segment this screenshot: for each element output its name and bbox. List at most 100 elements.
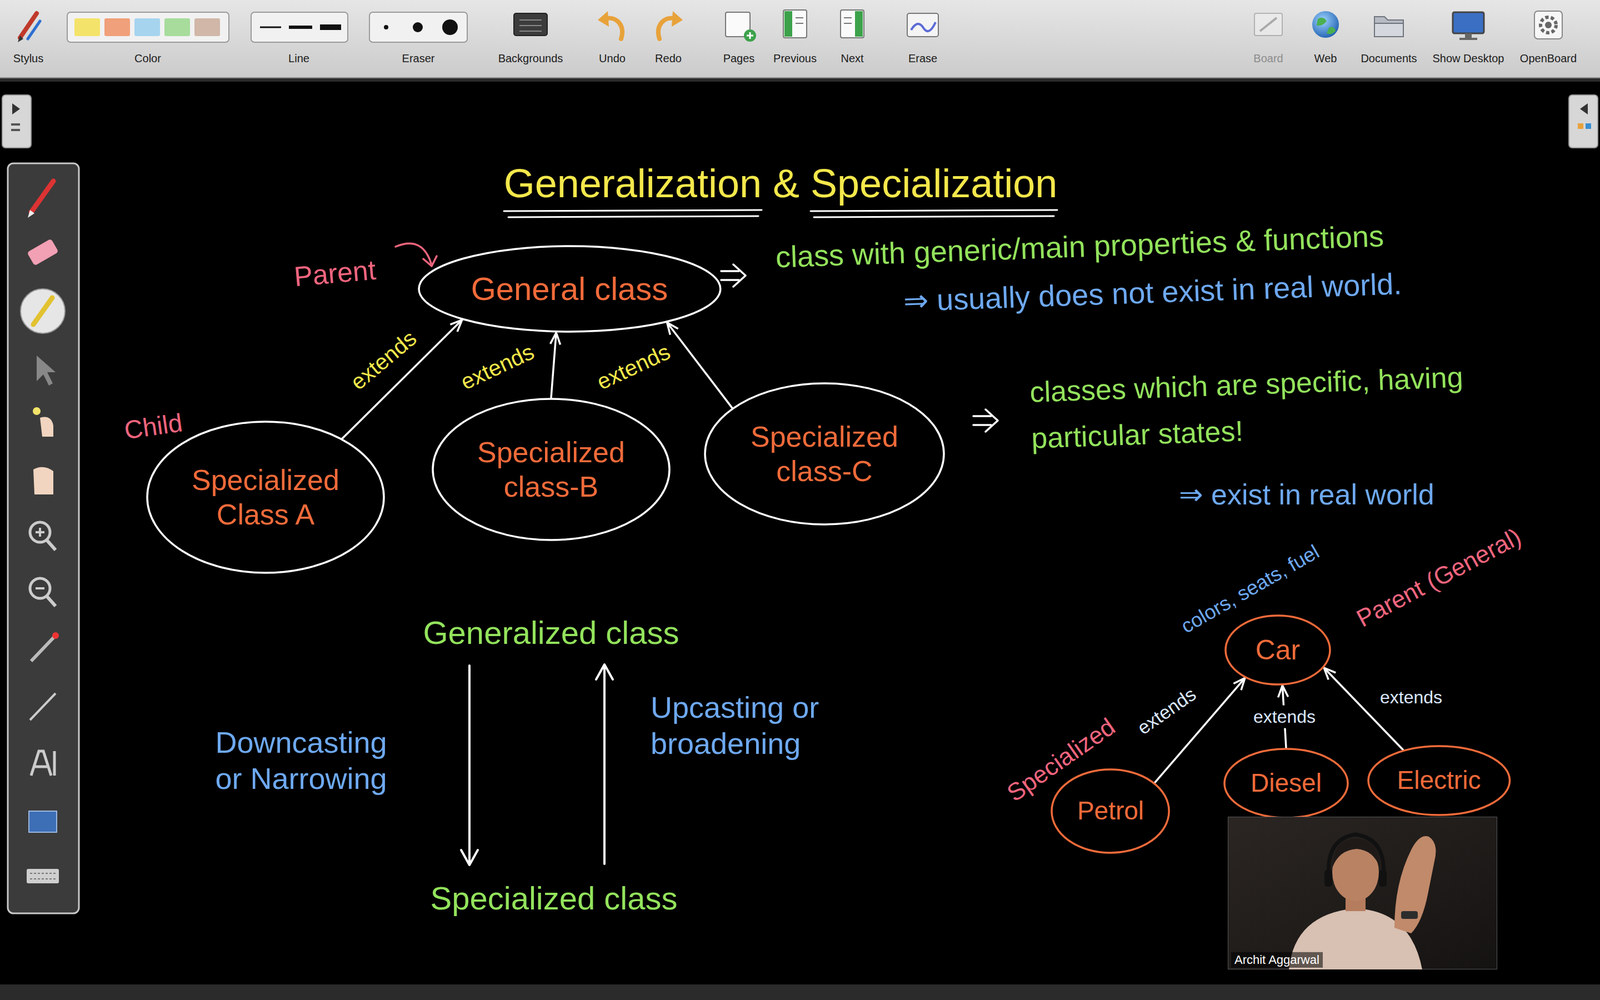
property-note: colors, seats, fuel xyxy=(1176,539,1324,638)
toolbar-label: Color xyxy=(134,51,162,65)
line-width-picker xyxy=(320,24,342,30)
implies-arrow xyxy=(973,423,992,427)
tool-panel xyxy=(20,288,65,334)
webcam-picture xyxy=(1328,834,1384,878)
color-palette xyxy=(164,18,190,37)
class-ellipse: Electric xyxy=(1367,745,1512,817)
redo-icon xyxy=(658,11,683,39)
casting-arrow xyxy=(461,850,478,865)
toolbar-label: Erase xyxy=(908,51,938,65)
webcam-picture xyxy=(1288,908,1423,970)
casting-arrow xyxy=(603,665,606,864)
toolbar-label: Undo xyxy=(598,51,626,65)
backgrounds-icon xyxy=(513,13,548,36)
ellipse-outline xyxy=(418,246,721,332)
edge-label: extends xyxy=(1250,705,1319,729)
previous-icon xyxy=(795,22,804,24)
casting-arrow xyxy=(596,664,613,680)
next-icon xyxy=(843,17,852,19)
board-icon xyxy=(1254,13,1283,36)
redo-icon xyxy=(671,11,683,27)
ellipse-outline xyxy=(147,421,384,573)
web-icon xyxy=(1326,27,1336,34)
erase-icon xyxy=(907,13,939,37)
tool-panel xyxy=(46,596,56,607)
extends-arrow xyxy=(1323,667,1403,750)
webcam-picture xyxy=(1394,836,1436,934)
casting-arrow xyxy=(461,664,613,865)
toolbar-label: Previous xyxy=(773,51,817,65)
class-ellipse: Specialized class-B xyxy=(431,397,671,542)
line-width-picker xyxy=(251,12,348,43)
ellipse-outline xyxy=(1368,746,1510,815)
implies-arrow xyxy=(733,264,746,287)
documents-icon xyxy=(1374,23,1404,37)
toolbar-label: Redo xyxy=(655,51,682,65)
tool-panel xyxy=(30,872,56,874)
show-desktop-icon xyxy=(1465,33,1472,38)
tool-panel xyxy=(7,163,79,914)
eraser-size-picker xyxy=(383,25,389,30)
class-ellipse: Petrol xyxy=(1050,768,1170,854)
toolbar-label: Stylus xyxy=(13,51,44,65)
eraser-size-picker xyxy=(369,12,468,43)
role-note: Specialized xyxy=(1001,712,1122,808)
previous-icon xyxy=(784,11,793,37)
extends-arrow xyxy=(342,320,462,439)
stylus-icon xyxy=(17,13,40,43)
webcam-picture xyxy=(1227,816,1498,970)
next-icon xyxy=(840,10,864,38)
node-label: Car xyxy=(1255,633,1301,667)
color-palette xyxy=(67,12,229,43)
undo-icon xyxy=(597,11,623,39)
toolbar-label: Web xyxy=(1314,51,1338,65)
class-ellipse: Diesel xyxy=(1223,747,1349,819)
toolbar-label: Line xyxy=(288,51,310,65)
erase-icon xyxy=(907,13,939,37)
class-ellipse: Specialized class-C xyxy=(703,382,945,526)
tool-panel xyxy=(35,587,45,590)
toolbar-label: Show Desktop xyxy=(1432,51,1505,65)
tool-panel xyxy=(30,578,50,599)
extends-arrow xyxy=(551,332,557,398)
edge-label: extends xyxy=(1130,680,1204,742)
tool-panel xyxy=(32,407,41,415)
tool-panel xyxy=(26,238,59,266)
tool-panel xyxy=(31,751,55,776)
stylus-icon xyxy=(17,35,24,43)
web-icon xyxy=(1312,11,1339,38)
role-note: Parent (General) xyxy=(1351,522,1527,634)
show-desktop-icon xyxy=(1452,12,1484,40)
side-tab-right xyxy=(1568,95,1598,148)
stylus-icon xyxy=(27,21,40,39)
ellipse-outline xyxy=(432,398,670,540)
next-icon xyxy=(855,11,863,37)
class-ellipse: Specialized Class A xyxy=(146,420,385,574)
previous-icon xyxy=(783,10,807,38)
edge-label: extends xyxy=(342,322,425,398)
previous-icon xyxy=(783,10,807,38)
webcam-picture xyxy=(1227,816,1498,970)
class-ellipse: General class xyxy=(417,245,722,333)
parent-pointer xyxy=(423,256,437,267)
side-tab-right xyxy=(1568,95,1598,148)
color-palette xyxy=(194,18,220,37)
node-label: Specialized Class A xyxy=(191,462,340,533)
board-icon xyxy=(1254,13,1283,36)
openboard-icon xyxy=(1534,11,1563,39)
color-palette xyxy=(104,18,130,37)
side-tab-left xyxy=(2,95,32,148)
implies-arrow xyxy=(973,415,992,418)
tool-panel xyxy=(52,632,59,639)
definition-note: ⇒ usually does not exist in real world. xyxy=(902,265,1403,319)
toolbar xyxy=(0,77,1600,79)
casting-note: Upcasting or broadening xyxy=(650,689,840,762)
toolbar xyxy=(0,77,1600,82)
casting-note: Downcasting or Narrowing xyxy=(206,724,396,797)
parent-pointer xyxy=(395,243,437,267)
class-ellipse: Car xyxy=(1224,614,1332,686)
line-width-picker xyxy=(251,12,348,43)
ellipse-outline xyxy=(703,382,945,526)
board-icon xyxy=(1260,17,1277,32)
